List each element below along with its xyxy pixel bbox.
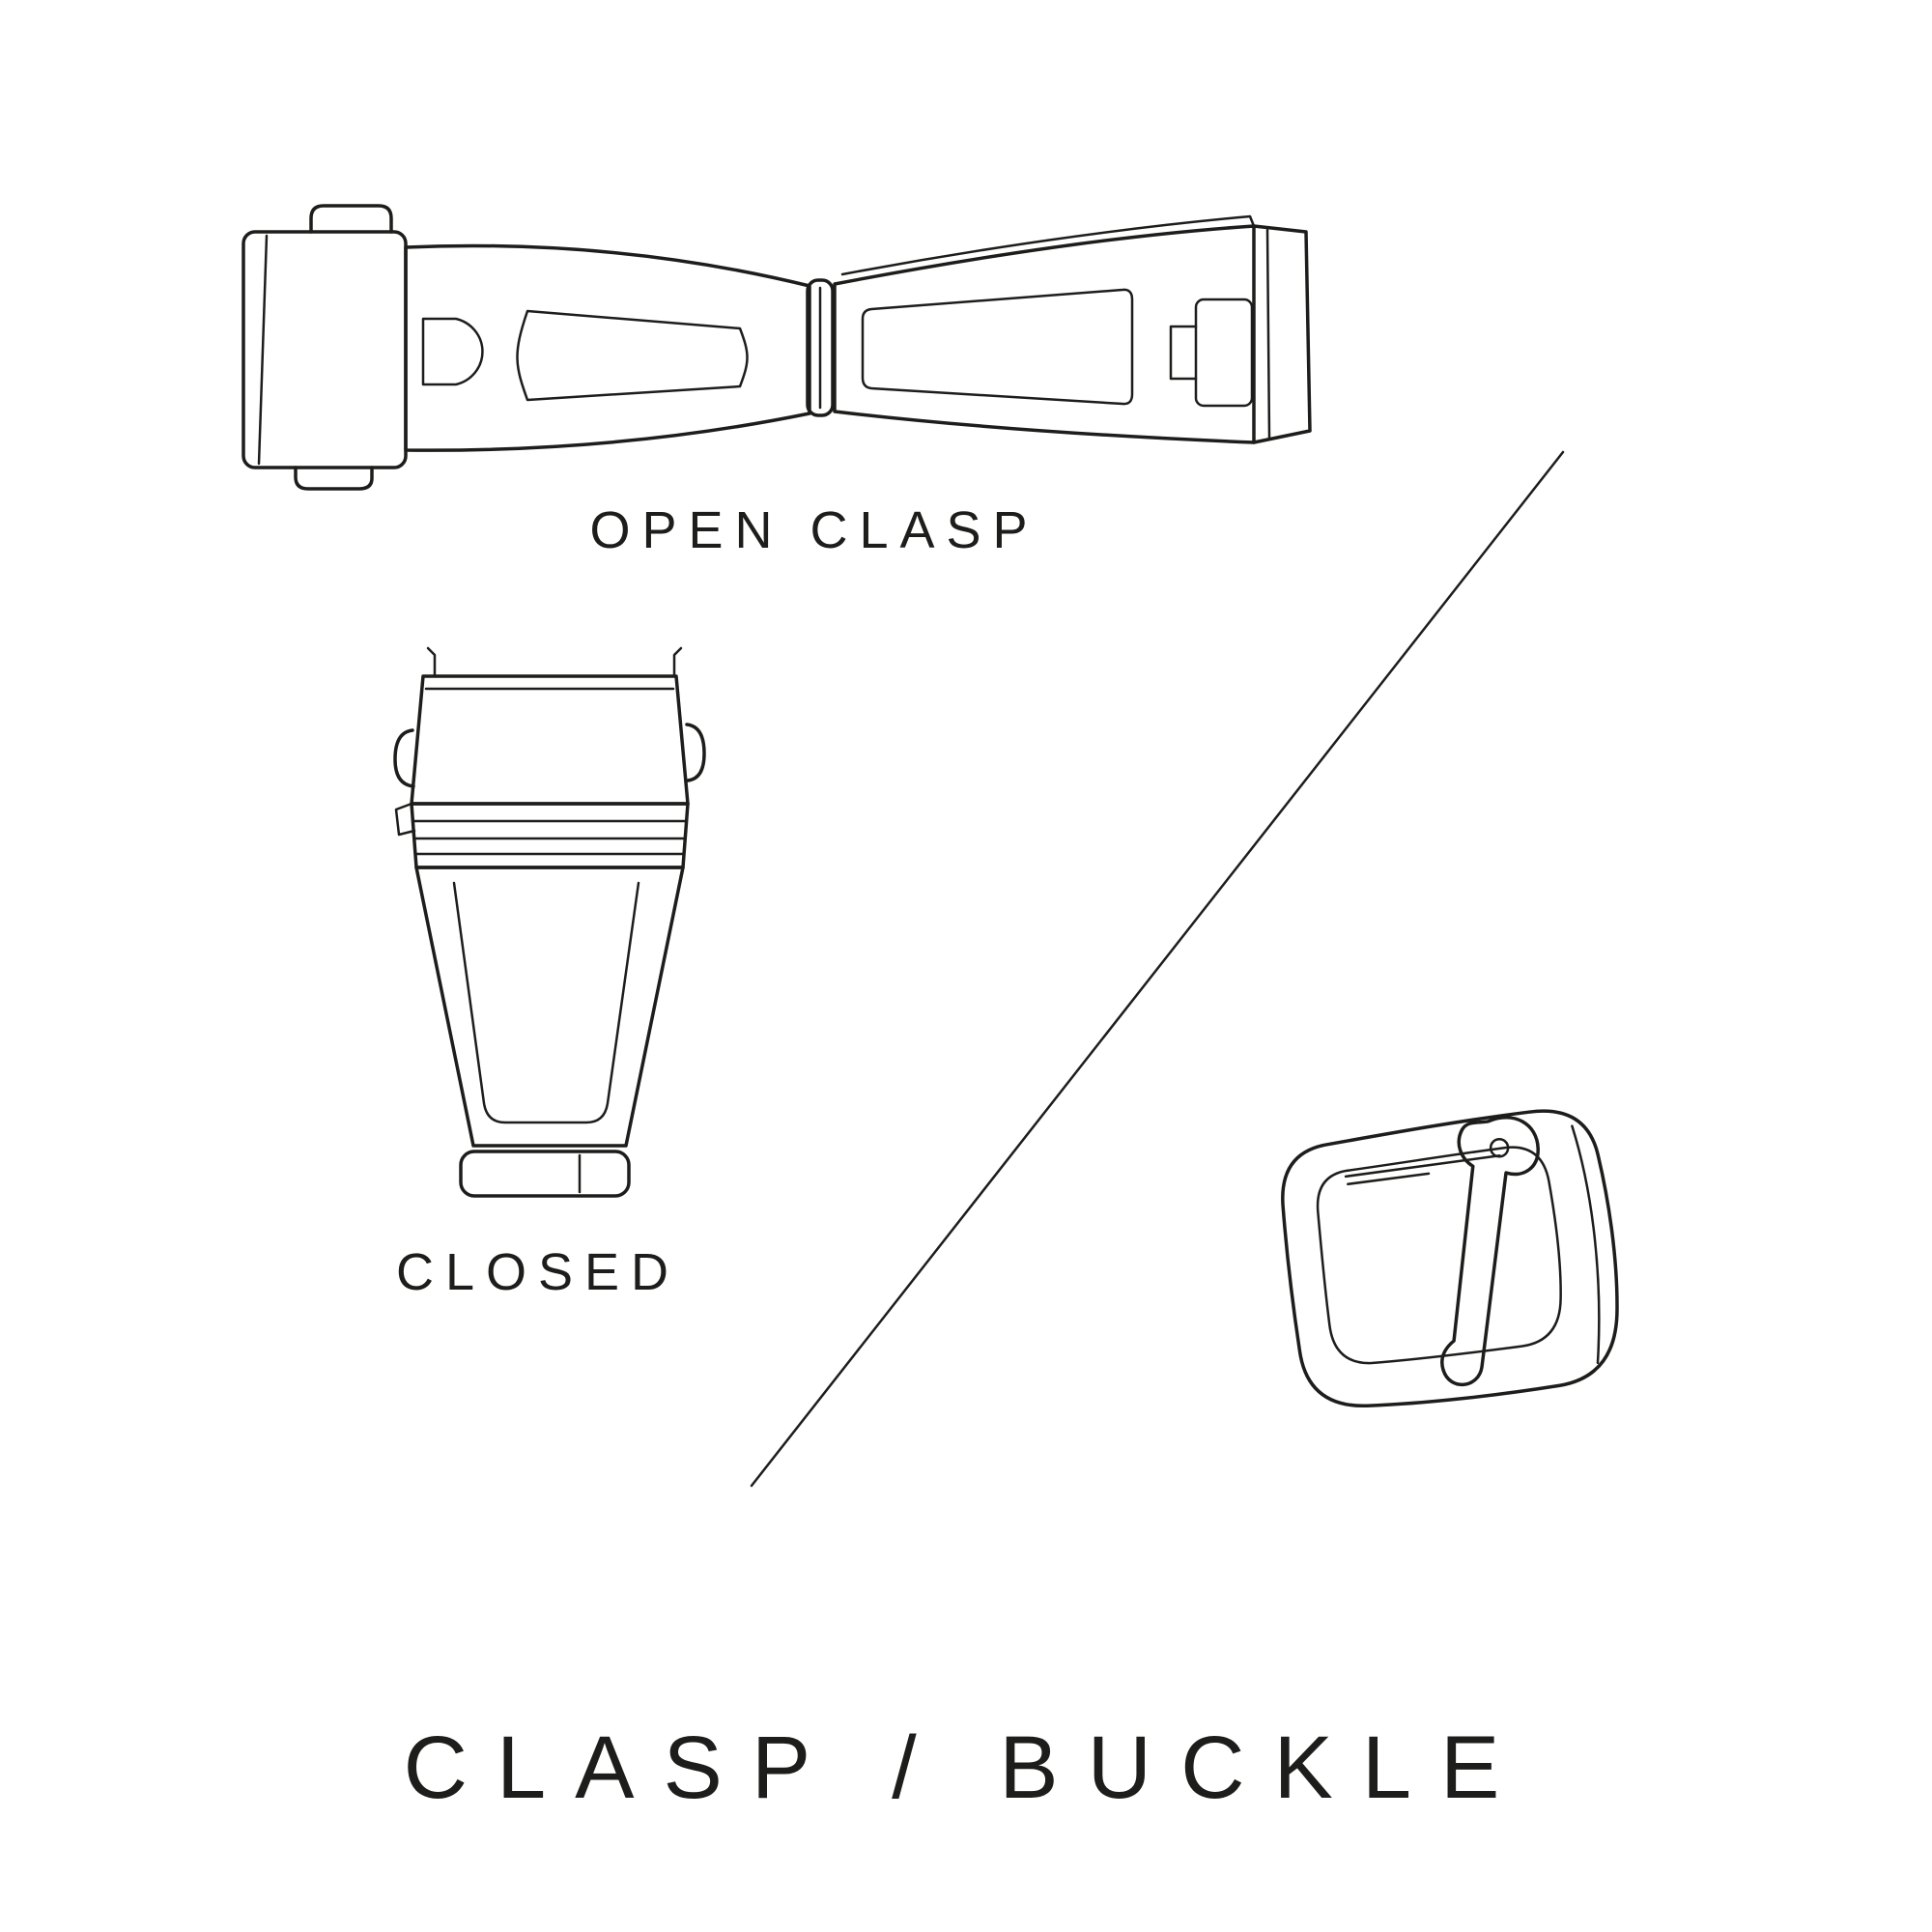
buckle-inner-opening [1316, 1146, 1562, 1365]
closed-clasp-caption: CLOSED [395, 1243, 681, 1301]
open-clasp-left-end-edge [257, 234, 269, 466]
closed-clasp-band [410, 802, 690, 869]
closed-clasp-left-prong [426, 646, 437, 678]
closed-clasp-right-pusher [685, 723, 706, 782]
closed-clasp-corner-tab [394, 802, 416, 837]
buckle-spring-bar [1344, 1154, 1501, 1179]
open-clasp-left-end [242, 230, 408, 469]
closed-clasp-foot [459, 1150, 631, 1198]
open-clasp-right-end [1252, 224, 1312, 444]
closed-clasp-illustration [393, 646, 706, 1198]
open-clasp-right-end-edge [1265, 228, 1271, 440]
buckle-outer-frame [1281, 1109, 1619, 1407]
open-clasp-hinge [806, 278, 835, 417]
open-clasp-caption: OPEN CLASP [589, 501, 1039, 559]
closed-clasp-body-inner-contour [452, 881, 640, 1124]
buckle-prong-loop [1489, 1138, 1510, 1158]
open-clasp-keeper-notch [1169, 325, 1198, 381]
closed-clasp-right-prong [672, 646, 683, 678]
open-clasp-top-tab [309, 204, 393, 234]
open-clasp-left-arm-inner-contour [516, 309, 749, 402]
open-clasp-right-arm-top-edge [840, 214, 1256, 276]
pin-buckle-illustration [1281, 1109, 1619, 1407]
open-clasp-bottom-tab [294, 466, 374, 491]
divider-line [750, 450, 1565, 1488]
open-clasp-right-arm [833, 224, 1256, 444]
page-title: CLASP / BUCKLE [403, 1719, 1529, 1817]
open-clasp-notch-cutout [421, 317, 484, 386]
closed-clasp-cover [410, 674, 690, 806]
open-clasp-right-arm-inner-contour [861, 288, 1134, 406]
buckle-prong [1440, 1116, 1540, 1387]
buckle-spring-bar-shadow [1347, 1172, 1431, 1186]
open-clasp-left-arm [404, 243, 811, 452]
open-clasp-keeper-cutout [1194, 298, 1254, 408]
closed-clasp-body [414, 866, 685, 1148]
buckle-right-bar-contour [1571, 1124, 1601, 1365]
closed-clasp-left-pusher [393, 728, 415, 788]
open-clasp-illustration [242, 204, 1312, 491]
